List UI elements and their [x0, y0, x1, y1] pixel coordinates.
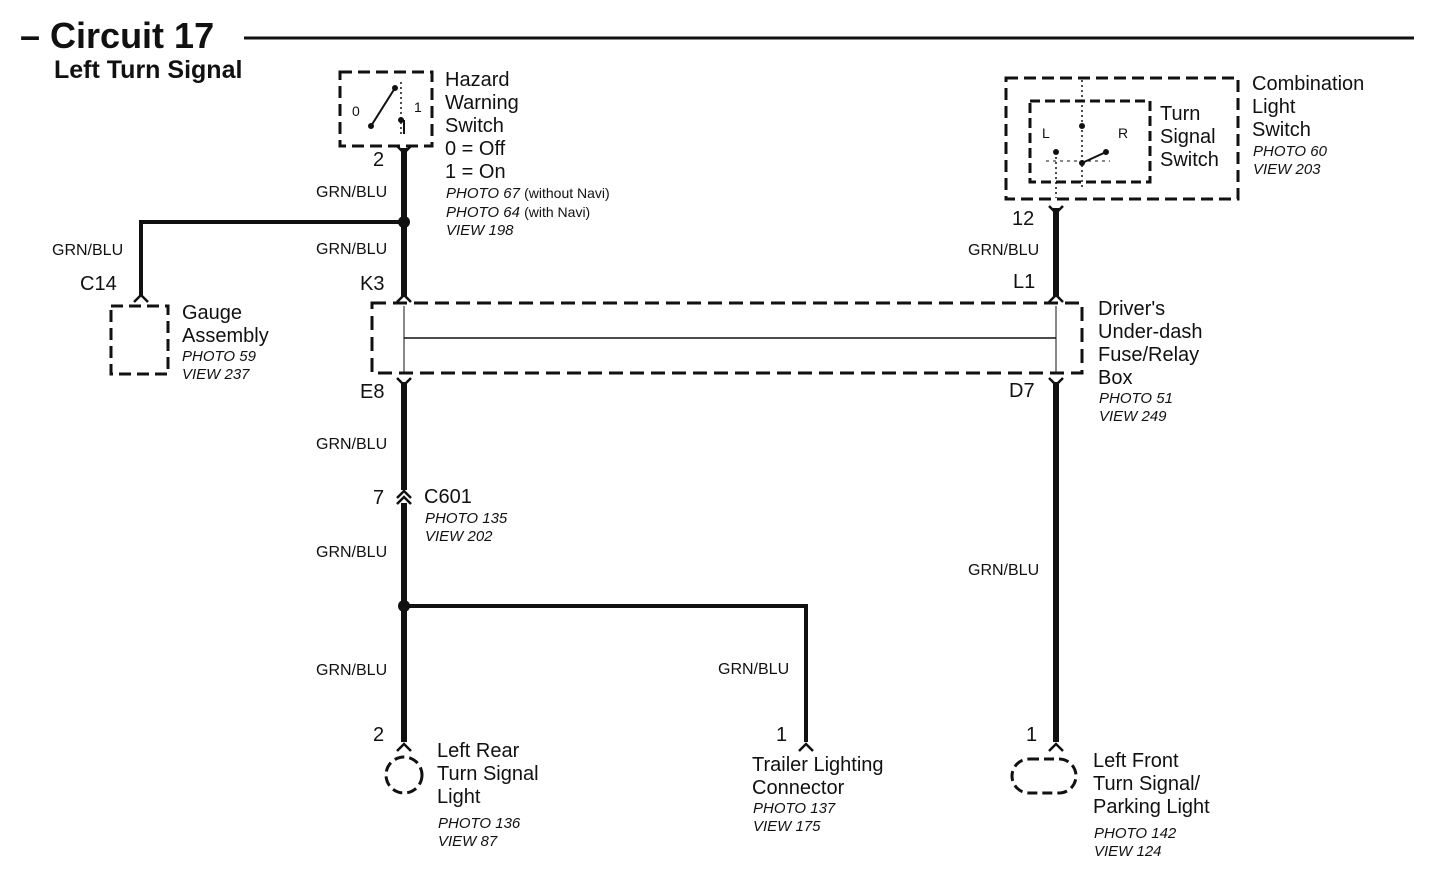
wire-label-gauge: GRN/BLU [52, 242, 124, 259]
front-light-pin: 1 [1026, 724, 1038, 746]
gauge-connector: C14 [80, 273, 117, 295]
c601-refs: PHOTO 135 VIEW 202 [425, 510, 508, 545]
wire-label-c601: GRN/BLU [316, 544, 388, 561]
fuse-box-label: Driver's Under-dash Fuse/Relay Box [1098, 298, 1203, 389]
hazard-position-0: 0 [352, 103, 360, 119]
combination-pin: 12 [1012, 208, 1035, 230]
wire-label-rear-light: GRN/BLU [316, 662, 388, 679]
hazard-switch-lever [370, 87, 396, 127]
gauge-assembly-refs: PHOTO 59 VIEW 237 [182, 348, 256, 383]
combination-switch-label: Combination Light Switch [1252, 73, 1365, 141]
splice-bottom [398, 600, 410, 612]
page-subtitle: Left Turn Signal [54, 56, 243, 84]
trailer-connector-refs: PHOTO 137 VIEW 175 [753, 800, 836, 835]
trailer-connector-label: Trailer Lighting Connector [752, 754, 884, 799]
fuse-box-refs: PHOTO 51 VIEW 249 [1099, 390, 1173, 425]
left-rear-light-label: Left Rear Turn Signal Light [437, 740, 539, 808]
left-front-light-label: Left Front Turn Signal/ Parking Light [1093, 750, 1210, 818]
left-rear-light-refs: PHOTO 136 VIEW 87 [438, 815, 521, 850]
wire-label-combination: GRN/BLU [968, 242, 1040, 259]
wire-splice-to-trailer [404, 604, 808, 742]
page-title: – Circuit 17 [20, 15, 215, 56]
trailer-pin: 1 [776, 724, 788, 746]
gauge-assembly-box [109, 304, 170, 376]
c601-connector-symbol [396, 489, 412, 499]
turn-position-r: R [1118, 125, 1129, 141]
splice-top [398, 216, 410, 228]
fuse-pin-d7: D7 [1009, 380, 1035, 402]
c601-pin: 7 [373, 487, 385, 509]
gauge-assembly-label: Gauge Assembly [182, 302, 269, 347]
left-front-lamp [1010, 757, 1078, 795]
title-dash: – [20, 15, 51, 56]
wire-splice-to-gauge [139, 220, 404, 296]
fuse-box-outline [370, 301, 1084, 375]
rear-light-pin: 2 [373, 724, 385, 746]
wire-label-hazard: GRN/BLU [316, 184, 388, 201]
turn-position-l: L [1042, 125, 1050, 141]
wire-label-e8: GRN/BLU [316, 436, 388, 453]
fuse-pin-k3: K3 [360, 273, 385, 295]
combination-switch-refs: PHOTO 60 VIEW 203 [1253, 143, 1327, 178]
hazard-switch-box [338, 70, 434, 148]
wire-label-front-light: GRN/BLU [968, 562, 1040, 579]
hazard-position-1: 1 [414, 99, 422, 115]
turn-signal-switch-box [1028, 99, 1152, 184]
combination-switch-box [1004, 76, 1240, 201]
hazard-switch-refs: PHOTO 67 (without Navi) PHOTO 64 (with N… [446, 185, 610, 239]
wire-label-k3: GRN/BLU [316, 241, 388, 258]
c601-label: C601 [424, 486, 472, 508]
turn-signal-switch-label: Turn Signal Switch [1160, 103, 1219, 171]
hazard-switch-label: Hazard Warning Switch 0 = Off 1 = On [445, 69, 519, 183]
fuse-pin-e8: E8 [360, 381, 385, 403]
hazard-pin: 2 [373, 149, 385, 171]
fuse-pin-l1: L1 [1013, 271, 1036, 293]
left-front-light-refs: PHOTO 142 VIEW 124 [1094, 825, 1177, 860]
wire-label-trailer: GRN/BLU [718, 661, 790, 678]
turn-signal-lever [1081, 151, 1107, 164]
left-rear-lamp [384, 755, 424, 795]
